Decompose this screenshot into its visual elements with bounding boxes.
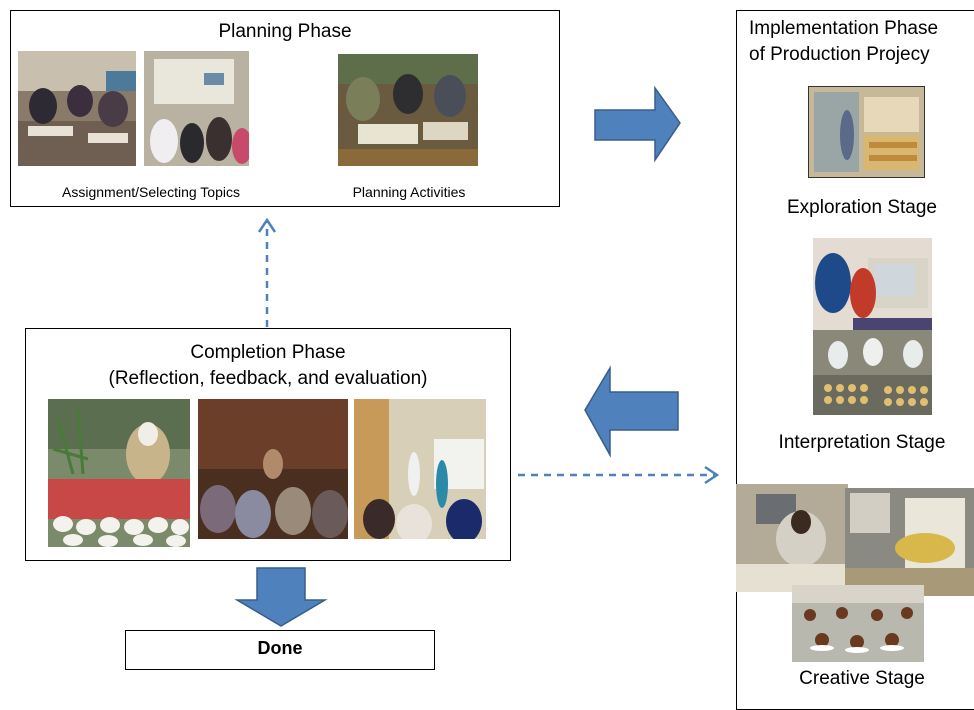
dashed-arrowhead-up bbox=[257, 217, 277, 233]
exploration-photo bbox=[808, 86, 925, 178]
completion-photo-presentation bbox=[354, 399, 486, 539]
creative-photo-right bbox=[845, 488, 974, 596]
completion-photo-audience bbox=[198, 399, 348, 539]
implementation-title-line2: of Production Projecy bbox=[749, 44, 930, 65]
planning-activities-photo bbox=[338, 54, 478, 166]
done-label: Done bbox=[257, 638, 303, 658]
creative-photo-left bbox=[736, 484, 848, 592]
completion-title-line2: (Reflection, feedback, and evaluation) bbox=[108, 368, 428, 389]
planning-phase-box: Planning Phase bbox=[10, 10, 560, 207]
classroom-photo-2 bbox=[144, 51, 249, 166]
interpretation-photo-top bbox=[813, 238, 932, 330]
creative-photo-cakes bbox=[792, 585, 924, 662]
creative-stage-label: Creative Stage bbox=[799, 668, 925, 689]
completion-photo-food bbox=[48, 399, 190, 547]
exploration-stage-label: Exploration Stage bbox=[787, 197, 937, 218]
classroom-photo-1 bbox=[18, 51, 136, 166]
completion-title-line1: Completion Phase bbox=[190, 342, 346, 363]
assignment-caption: Assignment/Selecting Topics bbox=[62, 184, 240, 200]
interpretation-stage-label: Interpretation Stage bbox=[778, 432, 946, 453]
interpretation-photo-bottom bbox=[813, 330, 932, 415]
arrow-to-done bbox=[234, 567, 328, 627]
planning-phase-title: Planning Phase bbox=[218, 21, 352, 42]
completion-phase-box: Completion Phase (Reflection, feedback, … bbox=[25, 328, 511, 561]
done-box: Done bbox=[125, 630, 435, 670]
dashed-arrowhead-right bbox=[704, 465, 720, 485]
implementation-title-line1: Implementation Phase bbox=[749, 18, 939, 39]
planning-activities-caption: Planning Activities bbox=[352, 184, 466, 200]
arrow-to-implementation bbox=[594, 85, 681, 163]
arrow-to-completion bbox=[584, 365, 679, 458]
